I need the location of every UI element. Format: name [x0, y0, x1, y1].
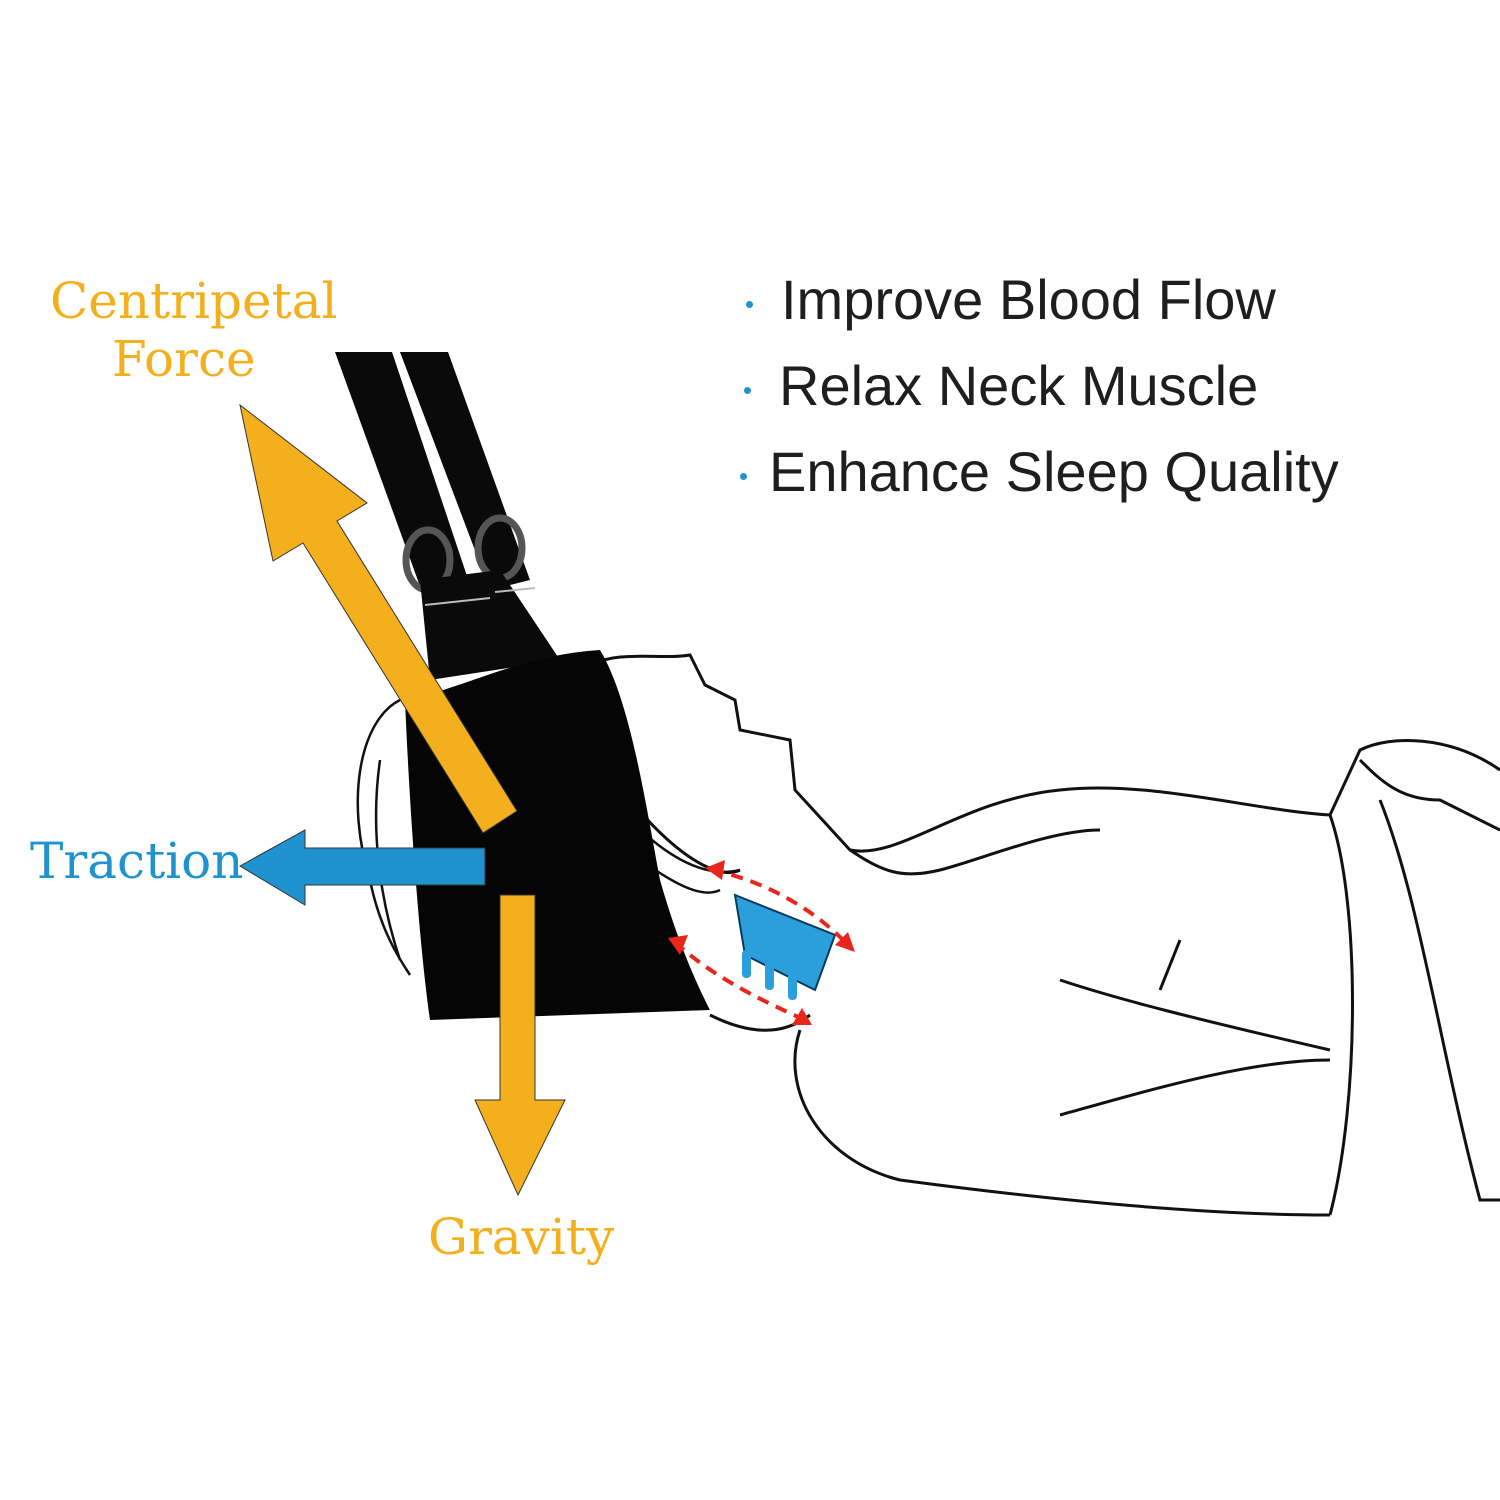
centripetal-force-arrow — [239, 403, 518, 834]
benefit-text: Relax Neck Muscle — [779, 353, 1259, 417]
centripetal-force-label-line2: Force — [112, 330, 256, 388]
traction-label: Traction — [30, 832, 244, 890]
person-outline — [589, 653, 1500, 1217]
centripetal-force-label-line1: Centripetal — [50, 272, 338, 330]
bullet-icon — [746, 300, 753, 308]
gravity-arrow — [474, 894, 566, 1197]
benefit-item: Improve Blood Flow — [746, 256, 1339, 342]
benefits-list: Improve Blood Flow Relax Neck Muscle Enh… — [740, 256, 1339, 514]
benefit-text: Enhance Sleep Quality — [769, 439, 1339, 503]
gravity-label: Gravity — [428, 1208, 615, 1266]
traction-arrow — [238, 829, 486, 906]
hammock-straps — [335, 352, 560, 680]
spine-highlight — [733, 893, 837, 1000]
hammock-pad — [405, 650, 710, 1020]
benefit-text: Improve Blood Flow — [781, 267, 1276, 331]
benefit-item: Relax Neck Muscle — [744, 342, 1339, 428]
benefit-item: Enhance Sleep Quality — [740, 428, 1339, 514]
stretch-arrowheads — [668, 860, 855, 1025]
bullet-icon — [740, 472, 747, 480]
bullet-icon — [744, 386, 751, 394]
